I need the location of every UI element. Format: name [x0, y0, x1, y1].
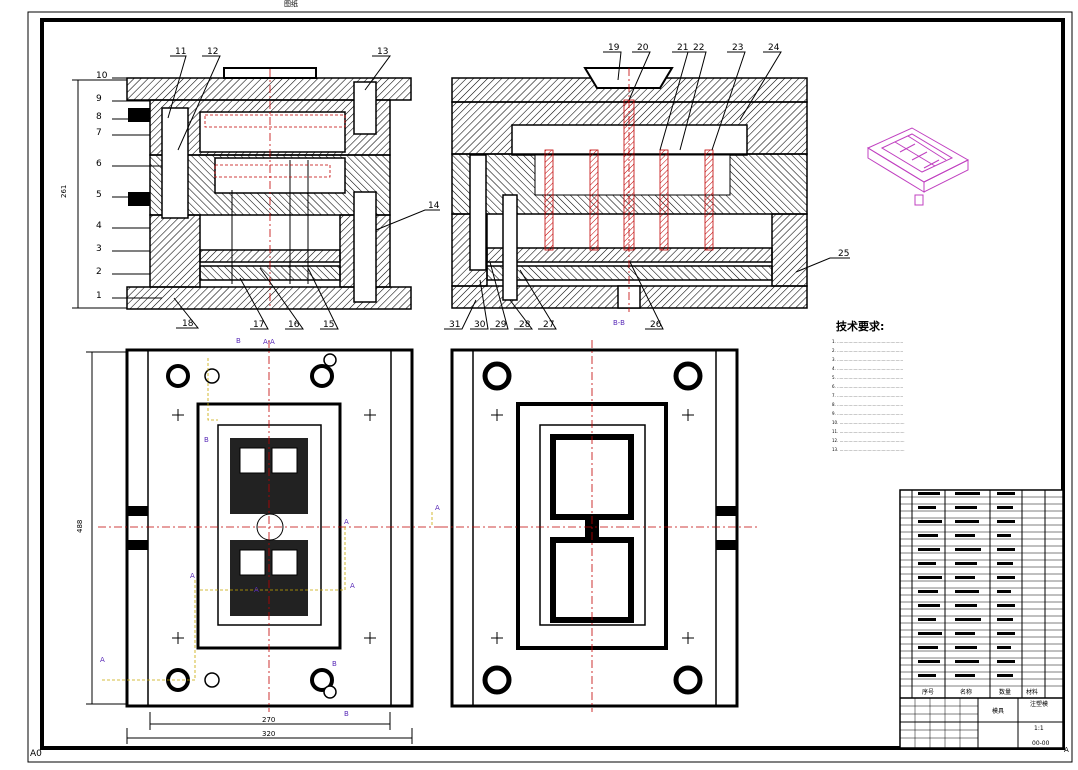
part-no-28: 28: [519, 320, 531, 330]
tech-req-title: 技术要求:: [836, 319, 884, 333]
part-no-26: 26: [650, 320, 662, 330]
tech-req-item: 1. .....................................…: [832, 339, 903, 344]
part-no-8: 8: [96, 112, 102, 122]
tech-req-item: 6. .....................................…: [832, 384, 903, 389]
part-no-6: 6: [96, 159, 102, 169]
technical-requirements: 技术要求: 1. ...............................…: [832, 319, 904, 452]
title-block: 序号 名称 数量 材料 模具 注塑模 1:1 00-00: [899, 489, 1064, 749]
part-no-19: 19: [608, 43, 620, 53]
part-no-15: 15: [323, 320, 334, 330]
front-section-view: 2 6 1: [60, 67, 412, 310]
part-no-16: 16: [288, 320, 300, 330]
sheet-corner-mark: A: [1064, 746, 1069, 754]
tb-scale: 1:1: [1034, 725, 1044, 732]
cut-marker-a1: A: [100, 656, 105, 664]
tb-col-material: 材料: [1026, 688, 1038, 696]
tb-drawing-number: 00-00: [1032, 740, 1050, 747]
plan-view-right: [440, 340, 760, 712]
part-no-29: 29: [495, 320, 507, 330]
part-no-18: 18: [182, 319, 194, 329]
part-no-14: 14: [428, 201, 440, 211]
part-no-10: 10: [96, 71, 108, 81]
product-isometric-icon: [866, 127, 970, 206]
side-section-label: B-B: [613, 319, 625, 327]
part-no-21: 21: [677, 43, 688, 53]
tb-col-index: 序号: [922, 688, 934, 696]
plan-height-dim: 488: [76, 520, 84, 533]
tech-req-item: 8. .....................................…: [832, 402, 903, 407]
part-no-11: 11: [175, 47, 186, 57]
cut-marker-b2: B: [344, 710, 349, 718]
tech-req-item: 9. .....................................…: [832, 411, 903, 416]
cut-marker-b4: B: [204, 436, 209, 444]
inner-width-dim: 270: [262, 716, 275, 724]
tech-req-item: 11. ....................................…: [832, 429, 904, 434]
part-number-callouts: 1 2 3 4 5 6 7 8 9 10 11 12 13 14 18 17 1…: [96, 43, 850, 330]
part-no-2: 2: [96, 267, 102, 277]
tech-req-item: 7. .....................................…: [832, 393, 903, 398]
part-no-25: 25: [838, 249, 849, 259]
tech-req-item: 13. ....................................…: [832, 447, 904, 452]
plan-view-left: 488 270 320 A-A B B B B A A A A A A: [76, 337, 440, 744]
tech-req-item: 3. .....................................…: [832, 357, 903, 362]
tech-req-item: 5. .....................................…: [832, 375, 903, 380]
tb-col-name: 名称: [960, 688, 972, 696]
cut-marker-a6: A: [254, 586, 259, 594]
tech-req-item: 4. .....................................…: [832, 366, 903, 371]
part-no-31: 31: [449, 320, 460, 330]
cut-marker-a5: A: [350, 582, 355, 590]
part-no-24: 24: [768, 43, 780, 53]
tb-mold-label: 模具: [992, 707, 1004, 715]
tech-req-item: 10. ....................................…: [832, 420, 904, 425]
tb-col-qty: 数量: [999, 688, 1011, 696]
cut-marker-b1: B: [236, 337, 241, 345]
cut-marker-a2: A: [435, 504, 440, 512]
part-no-12: 12: [207, 47, 218, 57]
part-no-22: 22: [693, 43, 704, 53]
tb-title: 注塑模: [1030, 700, 1048, 708]
part-no-4: 4: [96, 221, 102, 231]
front-height-dim: 261: [60, 185, 68, 198]
part-no-30: 30: [474, 320, 486, 330]
tech-req-item: 2. .....................................…: [832, 348, 903, 353]
part-no-13: 13: [377, 47, 388, 57]
cut-marker-a4: A: [190, 572, 195, 580]
part-no-7: 7: [96, 128, 102, 138]
tech-req-item: 12. ....................................…: [832, 438, 904, 443]
part-no-23: 23: [732, 43, 743, 53]
part-no-17: 17: [253, 320, 264, 330]
plan-section-label: A-A: [263, 338, 275, 346]
outer-width-dim: 320: [262, 730, 275, 738]
part-no-20: 20: [637, 43, 649, 53]
inner-frame: [40, 18, 1065, 750]
part-no-1: 1: [96, 291, 102, 301]
sheet-size-label: A0: [30, 749, 42, 759]
side-section-view: B-B: [451, 67, 808, 327]
top-stub-label: 图纸: [284, 0, 298, 8]
part-no-3: 3: [96, 244, 102, 254]
cut-marker-a3: A: [344, 518, 349, 526]
part-no-5: 5: [96, 190, 102, 200]
part-no-27: 27: [543, 320, 554, 330]
part-no-9: 9: [96, 94, 102, 104]
outer-frame: [27, 11, 1073, 763]
cut-marker-b3: B: [332, 660, 337, 668]
